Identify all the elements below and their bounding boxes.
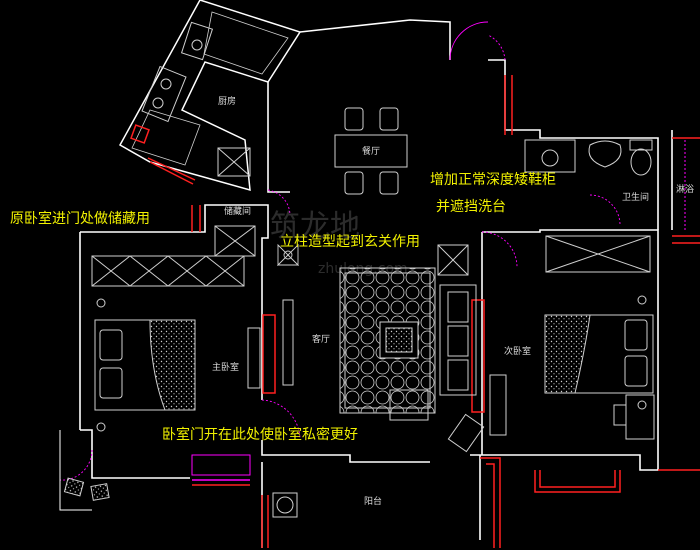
room-label-balcony: 阳台 (364, 497, 383, 507)
room-label-living: 客厅 (312, 335, 331, 345)
coffee-table (379, 321, 419, 359)
plant-decor (276, 243, 300, 267)
annotation-shoe-cabinet-line2: 并遮挡洗台 (436, 199, 506, 215)
dining-table (334, 107, 408, 195)
second-wardrobe (545, 235, 651, 273)
kitchen-area (118, 0, 302, 192)
entry-cabinet (437, 244, 469, 276)
annotation-column: 立柱造型起到玄关作用 (280, 234, 420, 250)
room-label-laundry: 淋浴 (676, 185, 695, 195)
watermark-main: 筑龙地 (270, 209, 360, 244)
second-bed (544, 295, 654, 410)
door-arcs (59, 21, 621, 481)
balcony-furniture (59, 430, 298, 518)
kitchen-stove (141, 65, 187, 123)
master-wardrobe (91, 255, 245, 287)
room-label-bathroom: 卫生间 (622, 193, 650, 203)
storage-unit (214, 225, 256, 257)
watermark-sub: zhulong.com (318, 261, 408, 277)
bathroom-fixtures (524, 139, 686, 230)
tv-wall (282, 299, 294, 386)
annotation-bedroom-door: 卧室门开在此处使卧室私密更好 (162, 427, 358, 443)
sofa (389, 284, 477, 421)
master-vanity (191, 454, 251, 476)
room-label-storage: 储藏间 (224, 207, 252, 217)
annotation-storage: 原卧室进门处做储藏用 (10, 211, 150, 227)
master-bed (94, 298, 196, 432)
annotation-shoe-cabinet-line1: 增加正常深度矮鞋柜 (430, 172, 556, 188)
kitchen-sink (180, 21, 214, 61)
room-label-master-bedroom: 主卧室 (212, 363, 240, 373)
red-lines (191, 75, 700, 548)
room-label-second-bedroom: 次卧室 (504, 347, 532, 357)
second-desk (447, 374, 655, 453)
room-label-kitchen: 厨房 (218, 97, 237, 107)
room-label-dining: 餐厅 (362, 147, 381, 157)
kitchen-appliance (217, 147, 251, 177)
kitchen-cabinet-red (130, 124, 196, 185)
master-tv-cabinet (247, 327, 261, 389)
